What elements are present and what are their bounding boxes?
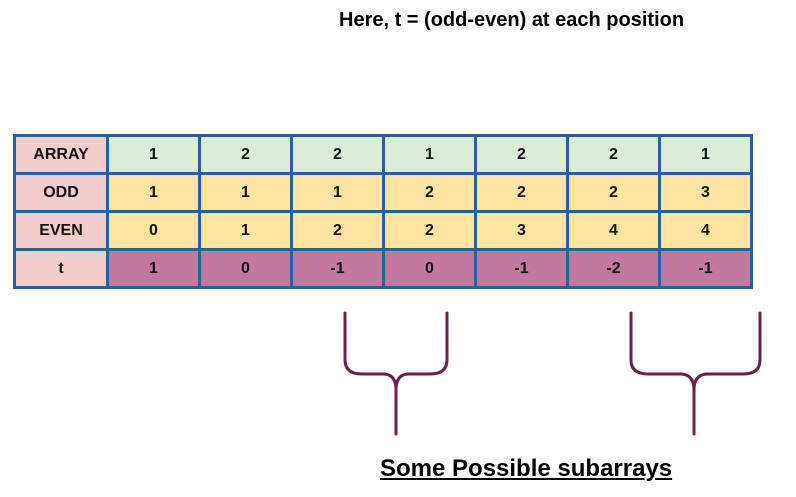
table-cell: 1	[106, 248, 201, 289]
table-cell: 4	[566, 210, 661, 251]
brace-right	[629, 311, 762, 436]
table-cell: 1	[290, 172, 385, 213]
table-cell: 1	[658, 134, 753, 175]
brace-left	[343, 311, 449, 436]
row-header-t: t	[13, 248, 109, 289]
table-cell: 2	[474, 172, 569, 213]
table-cell: 4	[658, 210, 753, 251]
table-cell: 2	[198, 134, 293, 175]
odd-even-table: ARRAY 1 2 2 1 2 2 1 ODD 1 1 1 2 2 2 3 EV…	[13, 134, 753, 289]
table-cell: 2	[290, 134, 385, 175]
table-cell: 2	[566, 172, 661, 213]
row-header-even: EVEN	[13, 210, 109, 251]
row-header-array: ARRAY	[13, 134, 109, 175]
table-cell: 2	[474, 134, 569, 175]
table-cell: 2	[566, 134, 661, 175]
table-cell: -1	[290, 248, 385, 289]
table-cell: -2	[566, 248, 661, 289]
table-row-odd: ODD 1 1 1 2 2 2 3	[13, 172, 753, 213]
table-cell: -1	[658, 248, 753, 289]
table-cell: 0	[106, 210, 201, 251]
row-header-odd: ODD	[13, 172, 109, 213]
table-row-array: ARRAY 1 2 2 1 2 2 1	[13, 134, 753, 175]
table-cell: 1	[106, 134, 201, 175]
table-cell: -1	[474, 248, 569, 289]
table-cell: 2	[382, 172, 477, 213]
table-cell: 3	[474, 210, 569, 251]
table-cell: 3	[658, 172, 753, 213]
table-cell: 2	[382, 210, 477, 251]
table-cell: 1	[198, 210, 293, 251]
table-cell: 1	[198, 172, 293, 213]
table-cell: 1	[106, 172, 201, 213]
table-cell: 2	[290, 210, 385, 251]
table-row-t: t 1 0 -1 0 -1 -2 -1	[13, 248, 753, 289]
table-row-even: EVEN 0 1 2 2 3 4 4	[13, 210, 753, 251]
diagram-title: Here, t = (odd-even) at each position	[339, 9, 685, 31]
table-cell: 1	[382, 134, 477, 175]
table-cell: 0	[382, 248, 477, 289]
table-cell: 0	[198, 248, 293, 289]
caption-some-possible-subarrays: Some Possible subarrays	[380, 455, 673, 482]
